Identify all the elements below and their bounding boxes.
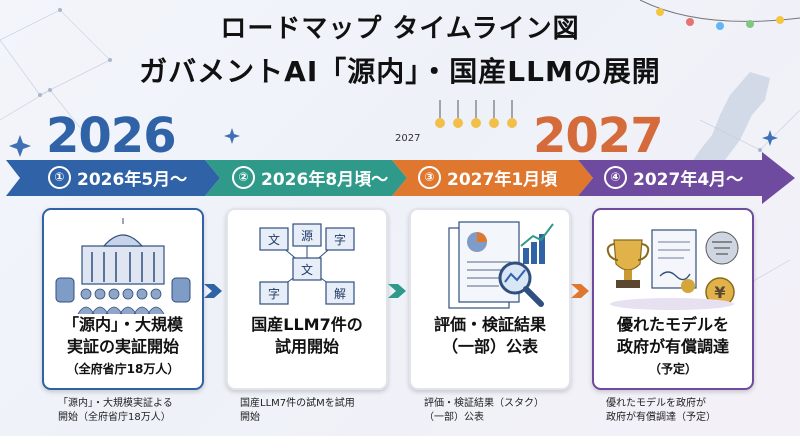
- phase-1-date: 2026年5月〜: [77, 169, 188, 190]
- milestone-card-4: ¥ 優れたモデルを 政府が有償調達 （予定）: [592, 208, 754, 390]
- timeline-arrow: [6, 152, 795, 204]
- milestone-1-line2: 実証の実証開始: [66, 337, 179, 356]
- sparkle-icons: [9, 128, 778, 157]
- phase-4-label: ④ 2027年4月〜: [604, 164, 743, 190]
- milestone-2-line1: 国産LLM7件の: [251, 315, 363, 334]
- phase-3-label: ③ 2027年1月頃: [418, 164, 557, 190]
- milestone-1-line1: 「源内」・大規模: [62, 315, 183, 334]
- phase-3-date: 2027年1月頃: [447, 169, 558, 190]
- milestone-2-line2: 試用開始: [274, 337, 339, 356]
- milestone-1-note: 「源内」・大規模実証よる 開始（全府省庁18万人）: [58, 397, 173, 425]
- trophy-icon: [606, 239, 650, 288]
- pie-chart-icon: [467, 232, 487, 252]
- doc-char-6: 解: [334, 287, 346, 301]
- milestone-card-1: 「源内」・大規模 実証の実証開始 （全府省庁18万人）: [42, 208, 204, 390]
- note-3-line1: 評価・検証結果（スタク）: [424, 398, 544, 409]
- year-2027-label: 2027: [533, 108, 664, 164]
- milestone-4-text: 優れたモデルを 政府が有償調達 （予定）: [594, 314, 752, 380]
- magnifier-icon: [498, 261, 544, 307]
- doc-char-4: 文: [301, 262, 313, 277]
- svg-text:¥: ¥: [714, 283, 725, 302]
- milestone-3-text: 評価・検証結果 （一部）公表: [411, 314, 569, 358]
- note-2-line1: 国産LLM7件の試Mを試用: [240, 398, 355, 409]
- phase-4-date: 2027年4月〜: [633, 169, 744, 190]
- arrow-right-icon: [204, 284, 222, 298]
- note-2-line2: 開始: [240, 412, 260, 423]
- milestone-2-text: 国産LLM7件の 試用開始: [228, 314, 386, 358]
- japan-map-icon: [690, 72, 770, 170]
- string-lights: [656, 8, 784, 30]
- milestone-1-line3: （全府省庁18万人）: [66, 362, 180, 376]
- note-4-line1: 優れたモデルを政府が: [606, 398, 706, 409]
- certificate-icon: [651, 229, 697, 293]
- arrow-right-icon: [388, 284, 406, 298]
- doc-char-3: 字: [334, 232, 346, 247]
- phase-4-segment: [578, 152, 795, 204]
- phase-3-segment: [392, 160, 593, 196]
- document-network-icon: 文 源 字 文 字 解: [259, 223, 355, 305]
- note-4-line2: 政府が有償調達（予定）: [606, 412, 716, 423]
- milestone-4-line2: 政府が有償調達: [616, 337, 729, 356]
- note-1-line2: 開始（全府省庁18万人）: [58, 412, 171, 423]
- phase-2-segment: [205, 160, 407, 196]
- note-3-line2: （一部）公表: [424, 412, 484, 423]
- phase-3-number: ③: [418, 165, 441, 189]
- milestone-3-note: 評価・検証結果（スタク） （一部）公表: [424, 397, 544, 425]
- crowd-icon: [77, 288, 165, 314]
- phase-1-label: ① 2026年5月〜: [48, 164, 187, 190]
- database-icon: [55, 277, 191, 303]
- milestone-2-note: 国産LLM7件の試Mを試用 開始: [240, 397, 355, 425]
- hanging-bulbs: [435, 100, 517, 128]
- phase-2-number: ②: [232, 165, 255, 189]
- milestone-4-line3: （予定）: [648, 362, 697, 376]
- milestone-3-line1: 評価・検証結果: [433, 315, 546, 334]
- bar-chart-icon: [523, 234, 545, 264]
- yen-coin-icon: ¥: [705, 277, 735, 307]
- milestone-4-note: 優れたモデルを政府が 政府が有償調達（予定）: [606, 397, 716, 425]
- emblem-icon: [705, 231, 739, 265]
- government-building-icon: [55, 218, 191, 314]
- phase-1-number: ①: [48, 165, 71, 189]
- phase-4-number: ④: [604, 165, 627, 189]
- year-2026-label: 2026: [46, 108, 177, 164]
- note-1-line1: 「源内」・大規模実証よる: [58, 398, 173, 409]
- milestone-4-line1: 優れたモデルを: [616, 315, 729, 334]
- milestone-card-2: 文 源 字 文 字 解 国産LLM7件の 試用開始: [226, 208, 388, 390]
- milestone-3-line2: （一部）公表: [441, 337, 538, 356]
- phase-2-label: ② 2026年8月頃〜: [232, 164, 388, 190]
- page-title-line2: ガバメントAI「源内」・国産LLMの展開: [139, 55, 661, 88]
- procurement-icon: ¥: [606, 229, 739, 310]
- milestone-1-text: 「源内」・大規模 実証の実証開始 （全府省庁18万人）: [44, 314, 202, 380]
- report-analysis-icon: [448, 221, 554, 309]
- year-2027-small-label: 2027: [395, 133, 421, 144]
- phase-2-date: 2026年8月頃〜: [261, 169, 389, 190]
- doc-char-5: 字: [268, 286, 280, 301]
- arrow-right-icon: [571, 284, 589, 298]
- page-title-line1: ロードマップ タイムライン図: [220, 14, 580, 44]
- doc-char-2: 源: [301, 229, 313, 243]
- doc-char-1: 文: [268, 232, 280, 247]
- milestone-card-3: 評価・検証結果 （一部）公表: [409, 208, 571, 390]
